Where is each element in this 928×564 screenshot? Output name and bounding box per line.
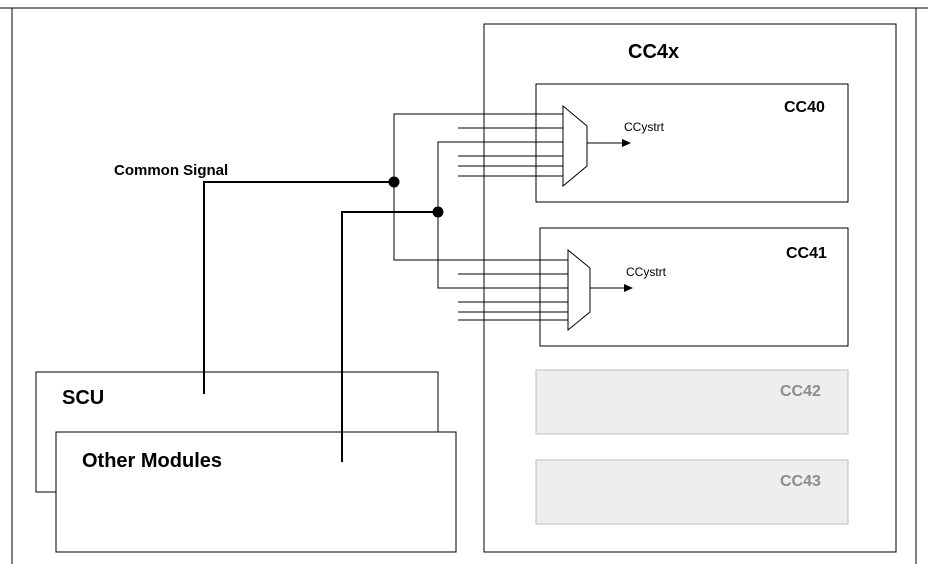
slice-cc43: CC43 xyxy=(535,459,849,525)
other-modules-signal-line xyxy=(341,211,438,462)
scu-label: SCU xyxy=(62,387,104,409)
arrow-head-cc40 xyxy=(622,139,631,147)
input-mux-cc41 xyxy=(567,248,591,332)
other-modules-label: Other Modules xyxy=(82,450,222,472)
common-signal-label: Common Signal xyxy=(114,162,228,179)
mux-output-label-cc41: CCystrt xyxy=(626,265,667,279)
arrow-head-cc41 xyxy=(624,284,633,292)
slice-cc42: CC42 xyxy=(535,369,849,435)
input-mux-cc40 xyxy=(562,104,588,188)
common-signal-line xyxy=(203,181,394,394)
slice-cc41: CC41 CCystrt xyxy=(539,227,849,347)
slice-cc42-label: CC42 xyxy=(780,383,821,400)
common-signal-wires xyxy=(203,181,438,462)
slice-cc43-label: CC43 xyxy=(780,473,821,490)
other-modules-block: Other Modules xyxy=(55,431,457,553)
cc40-mux-inputs xyxy=(458,127,563,177)
cc41-mux-inputs xyxy=(458,273,568,321)
slice-cc40-label: CC40 xyxy=(784,99,825,116)
slice-cc40: CC40 CCystrt xyxy=(535,83,849,203)
junction-dot-other xyxy=(432,206,444,218)
slice-cc41-label: CC41 xyxy=(786,245,827,262)
cc4x-title: CC4x xyxy=(628,41,679,63)
mux-output-label-cc40: CCystrt xyxy=(624,120,665,134)
junction-dot-common xyxy=(388,176,400,188)
